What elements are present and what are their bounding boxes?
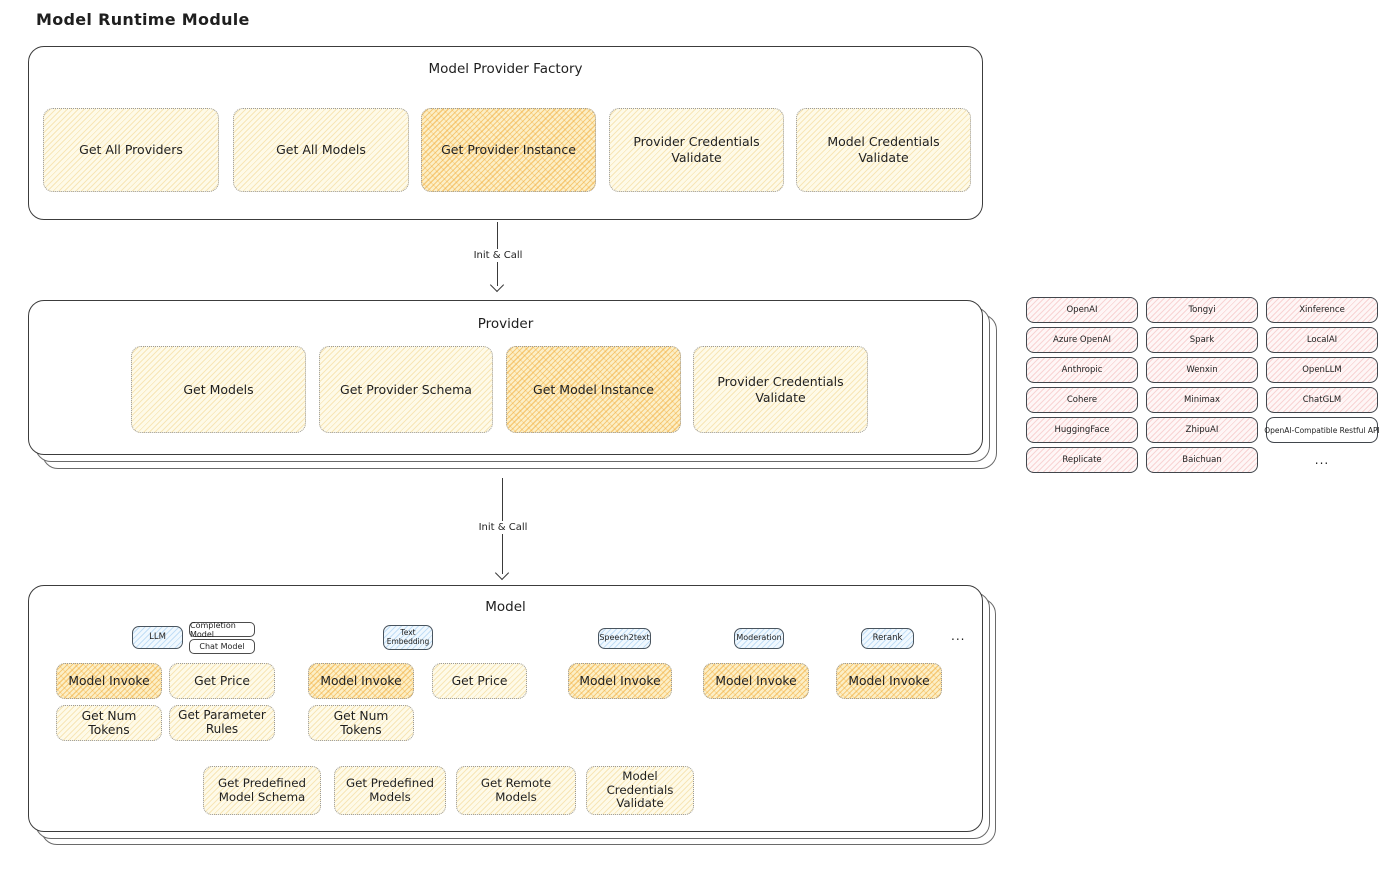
provider-chip-spark: Spark — [1146, 327, 1258, 353]
provider-chip-baichuan: Baichuan — [1146, 447, 1258, 473]
provider-title: Provider — [477, 316, 534, 332]
provider-chip-chatglm: ChatGLM — [1266, 387, 1378, 413]
provider-stack: Provider Get Models Get Provider Schema … — [28, 300, 997, 469]
text-embedding-get-price: Get Price — [432, 663, 527, 699]
text-embedding-model-invoke: Model Invoke — [308, 663, 414, 699]
tag-speech2text: Speech2text — [598, 628, 651, 649]
model-credentials-validate: Model Credentials Validate — [586, 766, 694, 815]
provider-box-get-provider-schema: Get Provider Schema — [319, 346, 493, 433]
tags-ellipsis: ... — [951, 629, 966, 643]
tag-llm: LLM — [132, 626, 183, 649]
arrow-head-icon — [494, 565, 510, 581]
provider-box-get-models: Get Models — [131, 346, 306, 433]
arrow2-label: Init & Call — [473, 521, 533, 534]
provider-chip-wenxin: Wenxin — [1146, 357, 1258, 383]
provider-chip-localai: LocalAI — [1266, 327, 1378, 353]
provider-chip-openllm: OpenLLM — [1266, 357, 1378, 383]
get-remote-models: Get Remote Models — [456, 766, 576, 815]
llm-model-invoke: Model Invoke — [56, 663, 162, 699]
tag-chat-model: Chat Model — [189, 639, 255, 654]
provider-panel: Provider Get Models Get Provider Schema … — [28, 300, 983, 455]
llm-get-num-tokens: Get Num Tokens — [56, 705, 162, 741]
factory-panel: Model Provider Factory Get All Providers… — [28, 46, 983, 220]
tag-text-embedding: Text Embedding — [383, 625, 433, 650]
text-embedding-get-num-tokens: Get Num Tokens — [308, 705, 414, 741]
provider-box-provider-credentials-validate: Provider Credentials Validate — [693, 346, 868, 433]
factory-box-get-all-providers: Get All Providers — [43, 108, 219, 192]
get-predefined-models: Get Predefined Models — [334, 766, 446, 815]
provider-chip-ellipsis: ... — [1314, 453, 1330, 467]
model-panel: Model LLM Completion Model Chat Model Te… — [28, 585, 983, 832]
model-title: Model — [485, 599, 526, 615]
tag-moderation: Moderation — [734, 628, 784, 649]
provider-chip-replicate: Replicate — [1026, 447, 1138, 473]
tag-rerank: Rerank — [861, 628, 914, 649]
provider-chip-minimax: Minimax — [1146, 387, 1258, 413]
speech2text-model-invoke: Model Invoke — [568, 663, 672, 699]
provider-chip-huggingface: HuggingFace — [1026, 417, 1138, 443]
factory-box-get-all-models: Get All Models — [233, 108, 409, 192]
provider-chip-grid: OpenAI Tongyi Xinference Azure OpenAI Sp… — [1026, 297, 1380, 473]
llm-get-price: Get Price — [169, 663, 275, 699]
llm-get-parameter-rules: Get Parameter Rules — [169, 705, 275, 741]
arrow-head-icon — [489, 277, 505, 293]
provider-box-get-model-instance: Get Model Instance — [506, 346, 681, 433]
arrow1-label: Init & Call — [468, 249, 528, 262]
tag-completion-model: Completion Model — [189, 621, 255, 639]
provider-chip-openai: OpenAI — [1026, 297, 1138, 323]
factory-title: Model Provider Factory — [428, 61, 583, 77]
rerank-model-invoke: Model Invoke — [836, 663, 942, 699]
provider-chip-azure-openai: Azure OpenAI — [1026, 327, 1138, 353]
diagram-title: Model Runtime Module — [36, 10, 250, 29]
provider-chip-tongyi: Tongyi — [1146, 297, 1258, 323]
provider-chip-cohere: Cohere — [1026, 387, 1138, 413]
model-stack: Model LLM Completion Model Chat Model Te… — [28, 585, 996, 845]
provider-chip-openai-compatible: OpenAI-Compatible Restful API — [1264, 417, 1380, 443]
provider-chip-zhipuai: ZhipuAI — [1146, 417, 1258, 443]
factory-box-get-provider-instance: Get Provider Instance — [421, 108, 596, 192]
provider-chip-anthropic: Anthropic — [1026, 357, 1138, 383]
factory-box-provider-credentials-validate: Provider Credentials Validate — [609, 108, 784, 192]
provider-chip-xinference: Xinference — [1266, 297, 1378, 323]
moderation-model-invoke: Model Invoke — [703, 663, 809, 699]
get-predefined-model-schema: Get Predefined Model Schema — [203, 766, 321, 815]
factory-box-model-credentials-validate: Model Credentials Validate — [796, 108, 971, 192]
